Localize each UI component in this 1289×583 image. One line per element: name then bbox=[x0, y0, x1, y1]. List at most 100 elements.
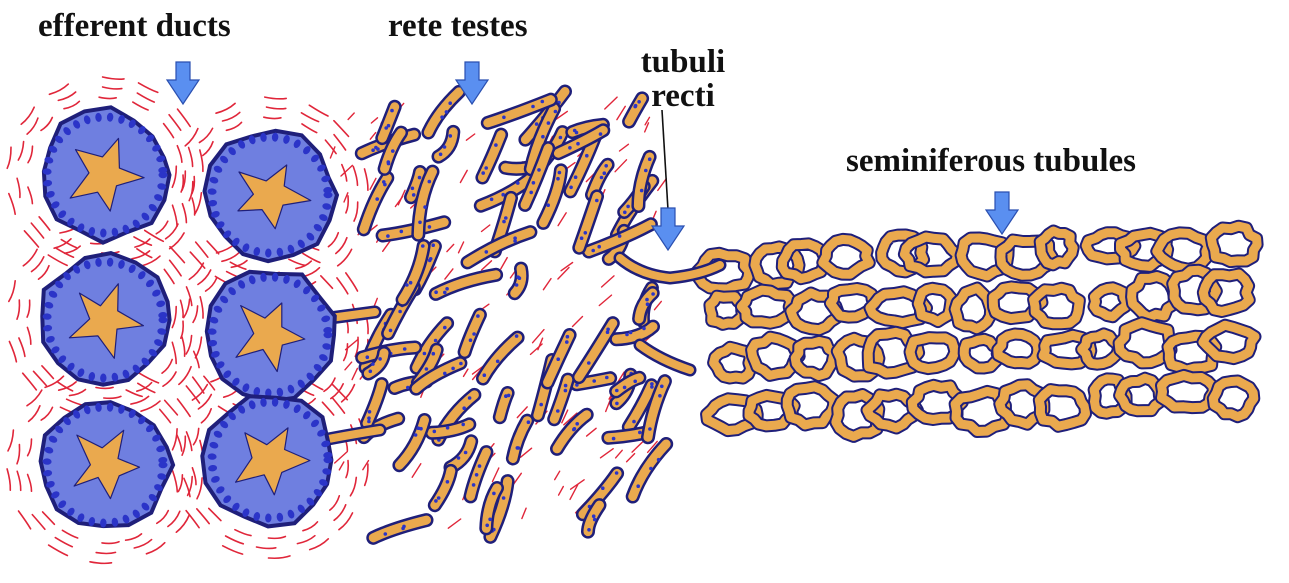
rete-nucleus bbox=[418, 176, 422, 180]
rete-nucleus bbox=[446, 480, 450, 484]
rete-nucleus bbox=[615, 471, 619, 475]
rete-testes-label: rete testes bbox=[388, 10, 528, 42]
rete-nucleus bbox=[406, 386, 410, 390]
rete-nucleus bbox=[604, 164, 608, 168]
rete-nucleus bbox=[421, 244, 425, 248]
connective-tissue-dash bbox=[28, 439, 32, 456]
rete-nucleus bbox=[389, 329, 393, 333]
rete-nucleus bbox=[566, 335, 570, 339]
rete-nucleus bbox=[575, 131, 579, 135]
connective-tissue-dash bbox=[395, 196, 402, 206]
connective-tissue-dash bbox=[170, 260, 182, 276]
connective-tissue-dash bbox=[627, 454, 635, 462]
connective-tissue-dash bbox=[605, 97, 617, 109]
rete-nucleus bbox=[409, 281, 413, 285]
rete-nucleus bbox=[539, 403, 543, 407]
rete-nucleus bbox=[496, 360, 500, 364]
rete-nucleus bbox=[446, 426, 450, 430]
rete-nucleus bbox=[615, 389, 619, 393]
connective-tissue-dash bbox=[23, 373, 37, 390]
connective-tissue-dash bbox=[328, 233, 338, 247]
connective-tissue-dash bbox=[620, 144, 629, 151]
rete-nucleus bbox=[547, 121, 551, 125]
rete-nucleus bbox=[476, 314, 480, 318]
rete-nucleus bbox=[366, 355, 370, 359]
connective-tissue-dash bbox=[587, 428, 597, 436]
connective-tissue-dash bbox=[655, 301, 662, 309]
rete-nucleus bbox=[568, 146, 572, 150]
rete-nucleus bbox=[531, 105, 535, 109]
connective-tissue-dash bbox=[464, 369, 468, 376]
connective-tissue-dash bbox=[173, 429, 178, 450]
rete-channel bbox=[451, 441, 472, 467]
connective-tissue-dash bbox=[49, 545, 68, 555]
rete-nucleus bbox=[569, 186, 573, 190]
connective-tissue-dash bbox=[166, 224, 178, 239]
rete-nucleus bbox=[488, 518, 492, 522]
connective-tissue-dash bbox=[226, 536, 244, 544]
rete-nucleus bbox=[433, 430, 437, 434]
rete-nucleus bbox=[597, 245, 601, 249]
rete-nucleus bbox=[371, 362, 375, 366]
connective-tissue-dash bbox=[173, 471, 178, 492]
connective-tissue-dash bbox=[62, 530, 77, 538]
connective-tissue-dash bbox=[103, 87, 122, 89]
connective-tissue-dash bbox=[24, 231, 38, 247]
rete-nucleus bbox=[645, 298, 649, 302]
rete-nucleus bbox=[445, 110, 449, 114]
rete-nucleus bbox=[469, 338, 473, 342]
connective-tissue-dash bbox=[350, 477, 356, 495]
rete-nucleus bbox=[449, 134, 453, 138]
connective-tissue-dash bbox=[103, 77, 124, 79]
connective-tissue-dash bbox=[200, 297, 203, 318]
rete-nucleus bbox=[632, 420, 636, 424]
rete-nucleus bbox=[431, 243, 435, 247]
connective-tissue-dash bbox=[23, 249, 37, 265]
connective-tissue-dash bbox=[42, 366, 54, 379]
rete-nucleus bbox=[440, 115, 444, 119]
efferent-ducts-cross-sections bbox=[41, 107, 337, 527]
rete-nucleus bbox=[494, 143, 498, 147]
rete-nucleus bbox=[642, 327, 646, 331]
rete-nucleus bbox=[646, 302, 650, 306]
connective-tissue-dash bbox=[257, 547, 276, 548]
connective-tissue-dash bbox=[182, 436, 185, 455]
seminiferous-tubules-cluster bbox=[697, 226, 1257, 436]
connective-tissue-dash bbox=[482, 225, 490, 232]
connective-tissue-dash bbox=[178, 475, 182, 492]
connective-tissue-dash bbox=[90, 562, 112, 564]
connective-tissue-dash bbox=[466, 134, 474, 140]
connective-tissue-dash bbox=[17, 178, 20, 197]
rete-nucleus bbox=[633, 380, 637, 384]
rete-nucleus bbox=[439, 153, 443, 157]
rete-nucleus bbox=[451, 367, 455, 371]
rete-nucleus bbox=[428, 225, 432, 229]
rete-nucleus bbox=[428, 180, 432, 184]
connective-tissue-dash bbox=[555, 471, 560, 479]
connective-tissue-dash bbox=[43, 512, 55, 524]
connective-tissue-dash bbox=[28, 187, 33, 204]
connective-tissue-dash bbox=[201, 409, 211, 423]
connective-tissue-dash bbox=[193, 306, 198, 323]
rete-nucleus bbox=[504, 394, 508, 398]
rete-nucleus bbox=[481, 171, 485, 175]
connective-tissue-dash bbox=[336, 238, 347, 254]
connective-tissue-dash bbox=[141, 401, 160, 411]
connective-tissue-dash bbox=[632, 442, 642, 452]
connective-tissue-dash bbox=[195, 337, 201, 358]
rete-nucleus bbox=[390, 109, 394, 113]
rete-nucleus bbox=[485, 250, 489, 254]
connective-tissue-dash bbox=[182, 337, 185, 356]
rete-nucleus bbox=[657, 458, 661, 462]
rete-nucleus bbox=[564, 384, 568, 388]
connective-tissue-dash bbox=[164, 124, 174, 138]
connective-tissue-dash bbox=[138, 383, 155, 392]
connective-tissue-dash bbox=[334, 121, 349, 137]
rete-nucleus bbox=[650, 382, 654, 386]
efferent-duct bbox=[41, 402, 174, 527]
rete-nucleus bbox=[443, 291, 447, 295]
rete-nucleus bbox=[459, 362, 463, 366]
connective-tissue-dash bbox=[601, 449, 614, 458]
rete-nucleus bbox=[432, 352, 436, 356]
connective-tissue-dash bbox=[235, 530, 251, 536]
